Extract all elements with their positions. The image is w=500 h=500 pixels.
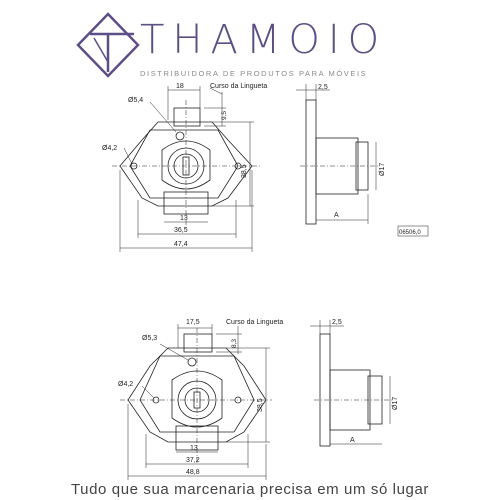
- dim-height: 38,5: [257, 398, 264, 412]
- brand-tagline: DISTRIBUIDORA DE PRODUTOS PARA MÓVEIS: [140, 69, 368, 78]
- side-diameter: Ø17: [392, 397, 399, 410]
- dim-hole-side: Ø4,2: [102, 145, 117, 152]
- technical-drawing-bottom: 17,5 Curso da Lingueta 8,3 Ø5,3 Ø4,2 38,…: [118, 319, 399, 480]
- part-code: 06506,0: [399, 230, 421, 236]
- dim-bottom-mid: 36,5: [174, 227, 188, 234]
- dim-hole-top: Ø5,4: [128, 97, 143, 104]
- brand-name: THAMOIO: [140, 17, 388, 63]
- dim-bottom-mid: 37,2: [186, 457, 200, 464]
- side-diameter: Ø17: [379, 163, 386, 176]
- dim-bolt-travel: Curso da Lingueta: [210, 83, 267, 90]
- side-view-plate: [319, 333, 331, 447]
- dim-bolt-height: 8,3: [231, 339, 238, 348]
- side-thickness: 2,5: [318, 84, 328, 91]
- dim-bottom-outer: 47,4: [174, 241, 188, 248]
- dim-bottom-outer: 48,8: [186, 469, 200, 476]
- part-code-box: [397, 225, 429, 237]
- dim-top-width: 18: [176, 83, 184, 90]
- brand-logo-icon: [76, 12, 140, 78]
- dim-hole-side: Ø4,2: [118, 381, 133, 388]
- hole-top: [187, 357, 197, 367]
- dim-bottom-inner: 13: [180, 215, 188, 222]
- dim-top-width: 17,5: [186, 319, 200, 326]
- side-length: A: [334, 212, 339, 219]
- hole-top: [175, 131, 185, 141]
- dim-height: 38,5: [241, 164, 248, 178]
- side-length: A: [350, 437, 355, 444]
- dim-bolt-travel: Curso da Lingueta: [226, 319, 283, 326]
- dim-hole-top: Ø5,3: [142, 335, 157, 342]
- dim-bottom-inner: 13: [190, 445, 198, 452]
- side-thickness: 2,5: [332, 319, 342, 326]
- side-view-plate: [305, 99, 317, 225]
- dim-bolt-height: 9,5: [221, 111, 228, 120]
- technical-drawing-top: 18 Curso da Lingueta 9,5 Ø5,4 Ø4,2 38,5 …: [102, 83, 429, 252]
- footer-slogan: Tudo que sua marcenaria precisa em um só…: [70, 481, 430, 498]
